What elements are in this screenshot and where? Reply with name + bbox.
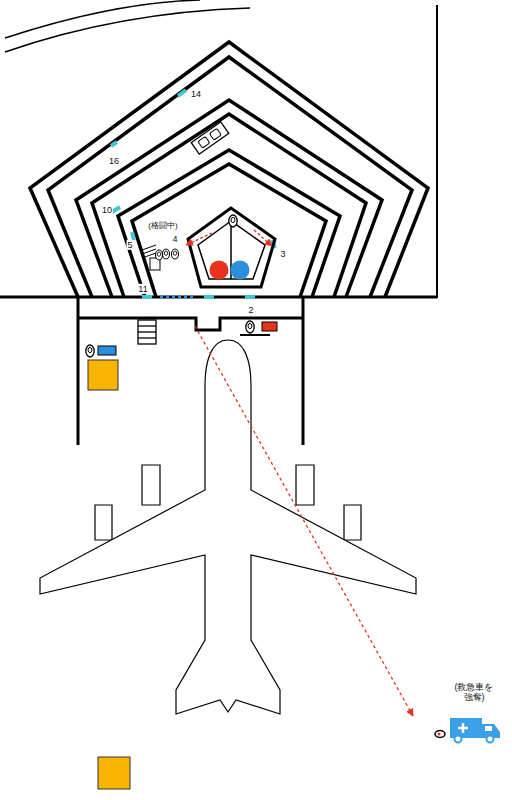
red-device xyxy=(262,322,277,331)
outer-arc xyxy=(5,8,250,52)
person-icon xyxy=(156,250,163,260)
monitor-desk xyxy=(191,122,229,154)
person-mark xyxy=(438,733,441,736)
person-icon xyxy=(86,345,94,357)
ambulance-icon xyxy=(450,718,500,743)
status-note: (格闘中) xyxy=(147,221,178,230)
escape-arrow xyxy=(195,326,413,716)
outer-wall xyxy=(436,5,438,298)
dotted-gate xyxy=(160,296,194,299)
courtyard xyxy=(188,208,275,287)
move-arrow xyxy=(186,233,212,245)
callout-number: 5 xyxy=(126,240,133,250)
callout-number: 2 xyxy=(247,305,254,315)
person-icon xyxy=(163,249,170,259)
person-icon xyxy=(172,249,179,259)
callout-number: 3 xyxy=(279,249,286,259)
ladder xyxy=(138,320,156,344)
callout-number: 10 xyxy=(101,205,113,215)
move-arrow xyxy=(254,230,272,246)
blue-device xyxy=(98,346,116,355)
callout-number: 4 xyxy=(171,234,178,244)
person-icon xyxy=(246,321,254,333)
person-icon xyxy=(229,215,237,227)
door-markers xyxy=(111,90,275,297)
red-marker xyxy=(210,261,229,280)
pentagon-rings xyxy=(30,42,428,297)
yellow-box xyxy=(98,757,130,789)
blue-marker xyxy=(231,261,250,280)
corridor-walls xyxy=(78,297,303,445)
callout-number: 16 xyxy=(108,156,120,166)
action-note: (救急車を 強奪) xyxy=(448,682,500,703)
callout-number: 14 xyxy=(190,89,202,99)
counter xyxy=(240,334,270,336)
ground-line xyxy=(0,296,437,299)
airplane xyxy=(40,340,416,714)
callout-number: 11 xyxy=(137,284,148,294)
person-icon xyxy=(435,731,445,738)
outer-arc xyxy=(5,0,200,38)
yellow-box xyxy=(88,360,118,390)
